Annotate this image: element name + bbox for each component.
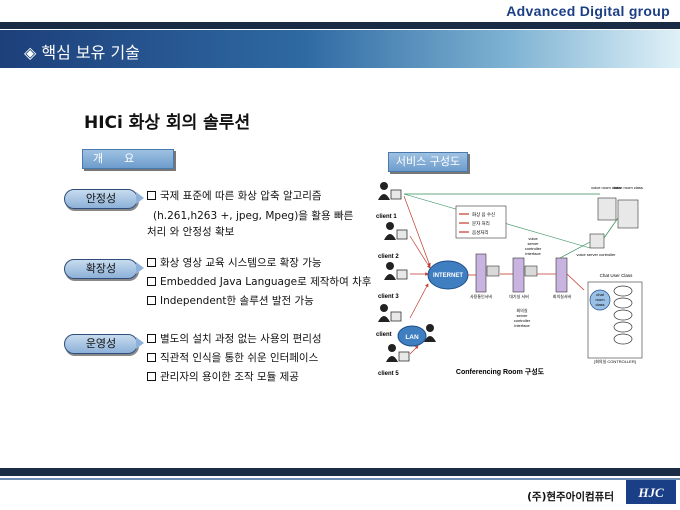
stability-line-3: 처리 와 안정성 확보 [147,226,235,238]
legend-item-3: 음성처리 [472,229,489,236]
voice-server-mid-4: interface [525,251,541,256]
voice-room-pc-1 [597,197,617,221]
client-3-label: client 3 [378,294,399,300]
lan-label: LAN [405,334,419,341]
voice-server-mid-2: server [527,241,539,246]
meeting-interface-3: controller [514,318,531,323]
arrow-icon [136,262,144,274]
conferencing-room-diagram: client 1 client 2 client 3 client client… [376,182,643,377]
scalability-line-2: Embedded Java Language로 제작하여 차후 [147,274,371,289]
voice-server-mid-3: controller [525,246,542,251]
client-1-icon [378,182,402,200]
server-label-1: 사용통인서버 [470,293,492,299]
legend-item-2: 문자 처리 [472,220,490,227]
server-tower-2 [512,257,525,293]
brand-title: Advanced Digital group [506,3,670,19]
client-4-label: client [376,332,392,338]
client-2-icon [384,222,408,240]
chat-user-class-box [587,281,643,359]
legend-item-1: 화상 음 수신 [472,211,495,218]
lan-cloud [397,325,427,347]
lan-person-icon [424,324,436,342]
voice-server-top-label: voice server controller [576,252,616,257]
chat-room-class-3: class [595,302,604,307]
client-2-label: client 2 [378,254,399,260]
chat-room-class-1: chat [596,292,604,297]
overview-tag: 개 요 [82,149,174,169]
server-label-3: 회의실서버 [553,293,572,299]
operability-line-3: 관리자의 용이한 조작 모듈 제공 [147,369,299,384]
client-4-icon [378,304,402,322]
company-logo-icon: HJC [626,480,676,504]
meeting-interface-1: 회의실 [516,307,527,313]
arrow-icon [136,192,144,204]
controller-label: [회의실 CONTROLLER] [594,358,636,364]
bottom-accent-line [0,478,680,480]
bottom-divider-bar [0,468,680,476]
legend-box [455,205,507,239]
server-tower-3 [555,257,568,293]
slide-title-bar: ◈ 핵심 보유 기술 [0,30,680,68]
diagram-caption: Conferencing Room 구성도 [456,367,545,376]
chat-user-class-label: Chat User Class [600,273,634,278]
operability-line-1: 별도의 설치 과정 없는 사용의 편리성 [147,331,322,346]
logo-text: HJC [637,485,664,500]
scalability-line-1: 화상 영상 교육 시스템으로 확장 가능 [147,255,322,270]
voice-controller-pc [589,233,605,249]
client-5-icon [386,344,410,362]
chat-room-class-2: room [595,297,605,302]
client-1-label: client 1 [376,214,397,220]
voice-room-pc-2 [617,199,639,229]
stability-line-2: (h.261,h263 +, jpeg, Mpeg)을 활용 빠른 [153,210,354,222]
scalability-label: 확장성 [64,259,138,279]
scalability-line-3: Independent한 솔루션 발전 가능 [147,293,314,308]
meeting-interface-2: server [516,313,528,318]
stability-line-1: 국제 표준에 따른 화상 압축 알고리즘 [147,188,322,203]
voice-room-label-1: voice room class [591,185,621,190]
arrow-icon [136,337,144,349]
client-3-icon [384,262,408,280]
chat-room-class-node [589,289,611,311]
voice-server-mid-1: voice [528,236,538,241]
top-divider-bar [0,22,680,29]
meeting-interface-4: interface [514,323,530,328]
slide-title: ◈ 핵심 보유 기술 [24,43,140,62]
server-tower-1 [475,253,487,293]
company-name: (주)현주아이컴퓨터 [527,491,614,503]
section-heading: HICi 화상 회의 솔루션 [84,113,251,133]
operability-label: 운영성 [64,334,138,354]
stability-label: 안정성 [64,189,138,209]
voice-room-label-2: voice room class [613,185,643,190]
operability-line-2: 직관적 인식을 통한 쉬운 인터페이스 [147,350,318,365]
server-label-2: 대기실 서버 [509,293,529,299]
service-diagram-tag: 서비스 구성도 [388,152,468,172]
internet-label: INTERNET [433,273,463,279]
client-5-label: client 5 [378,371,399,377]
